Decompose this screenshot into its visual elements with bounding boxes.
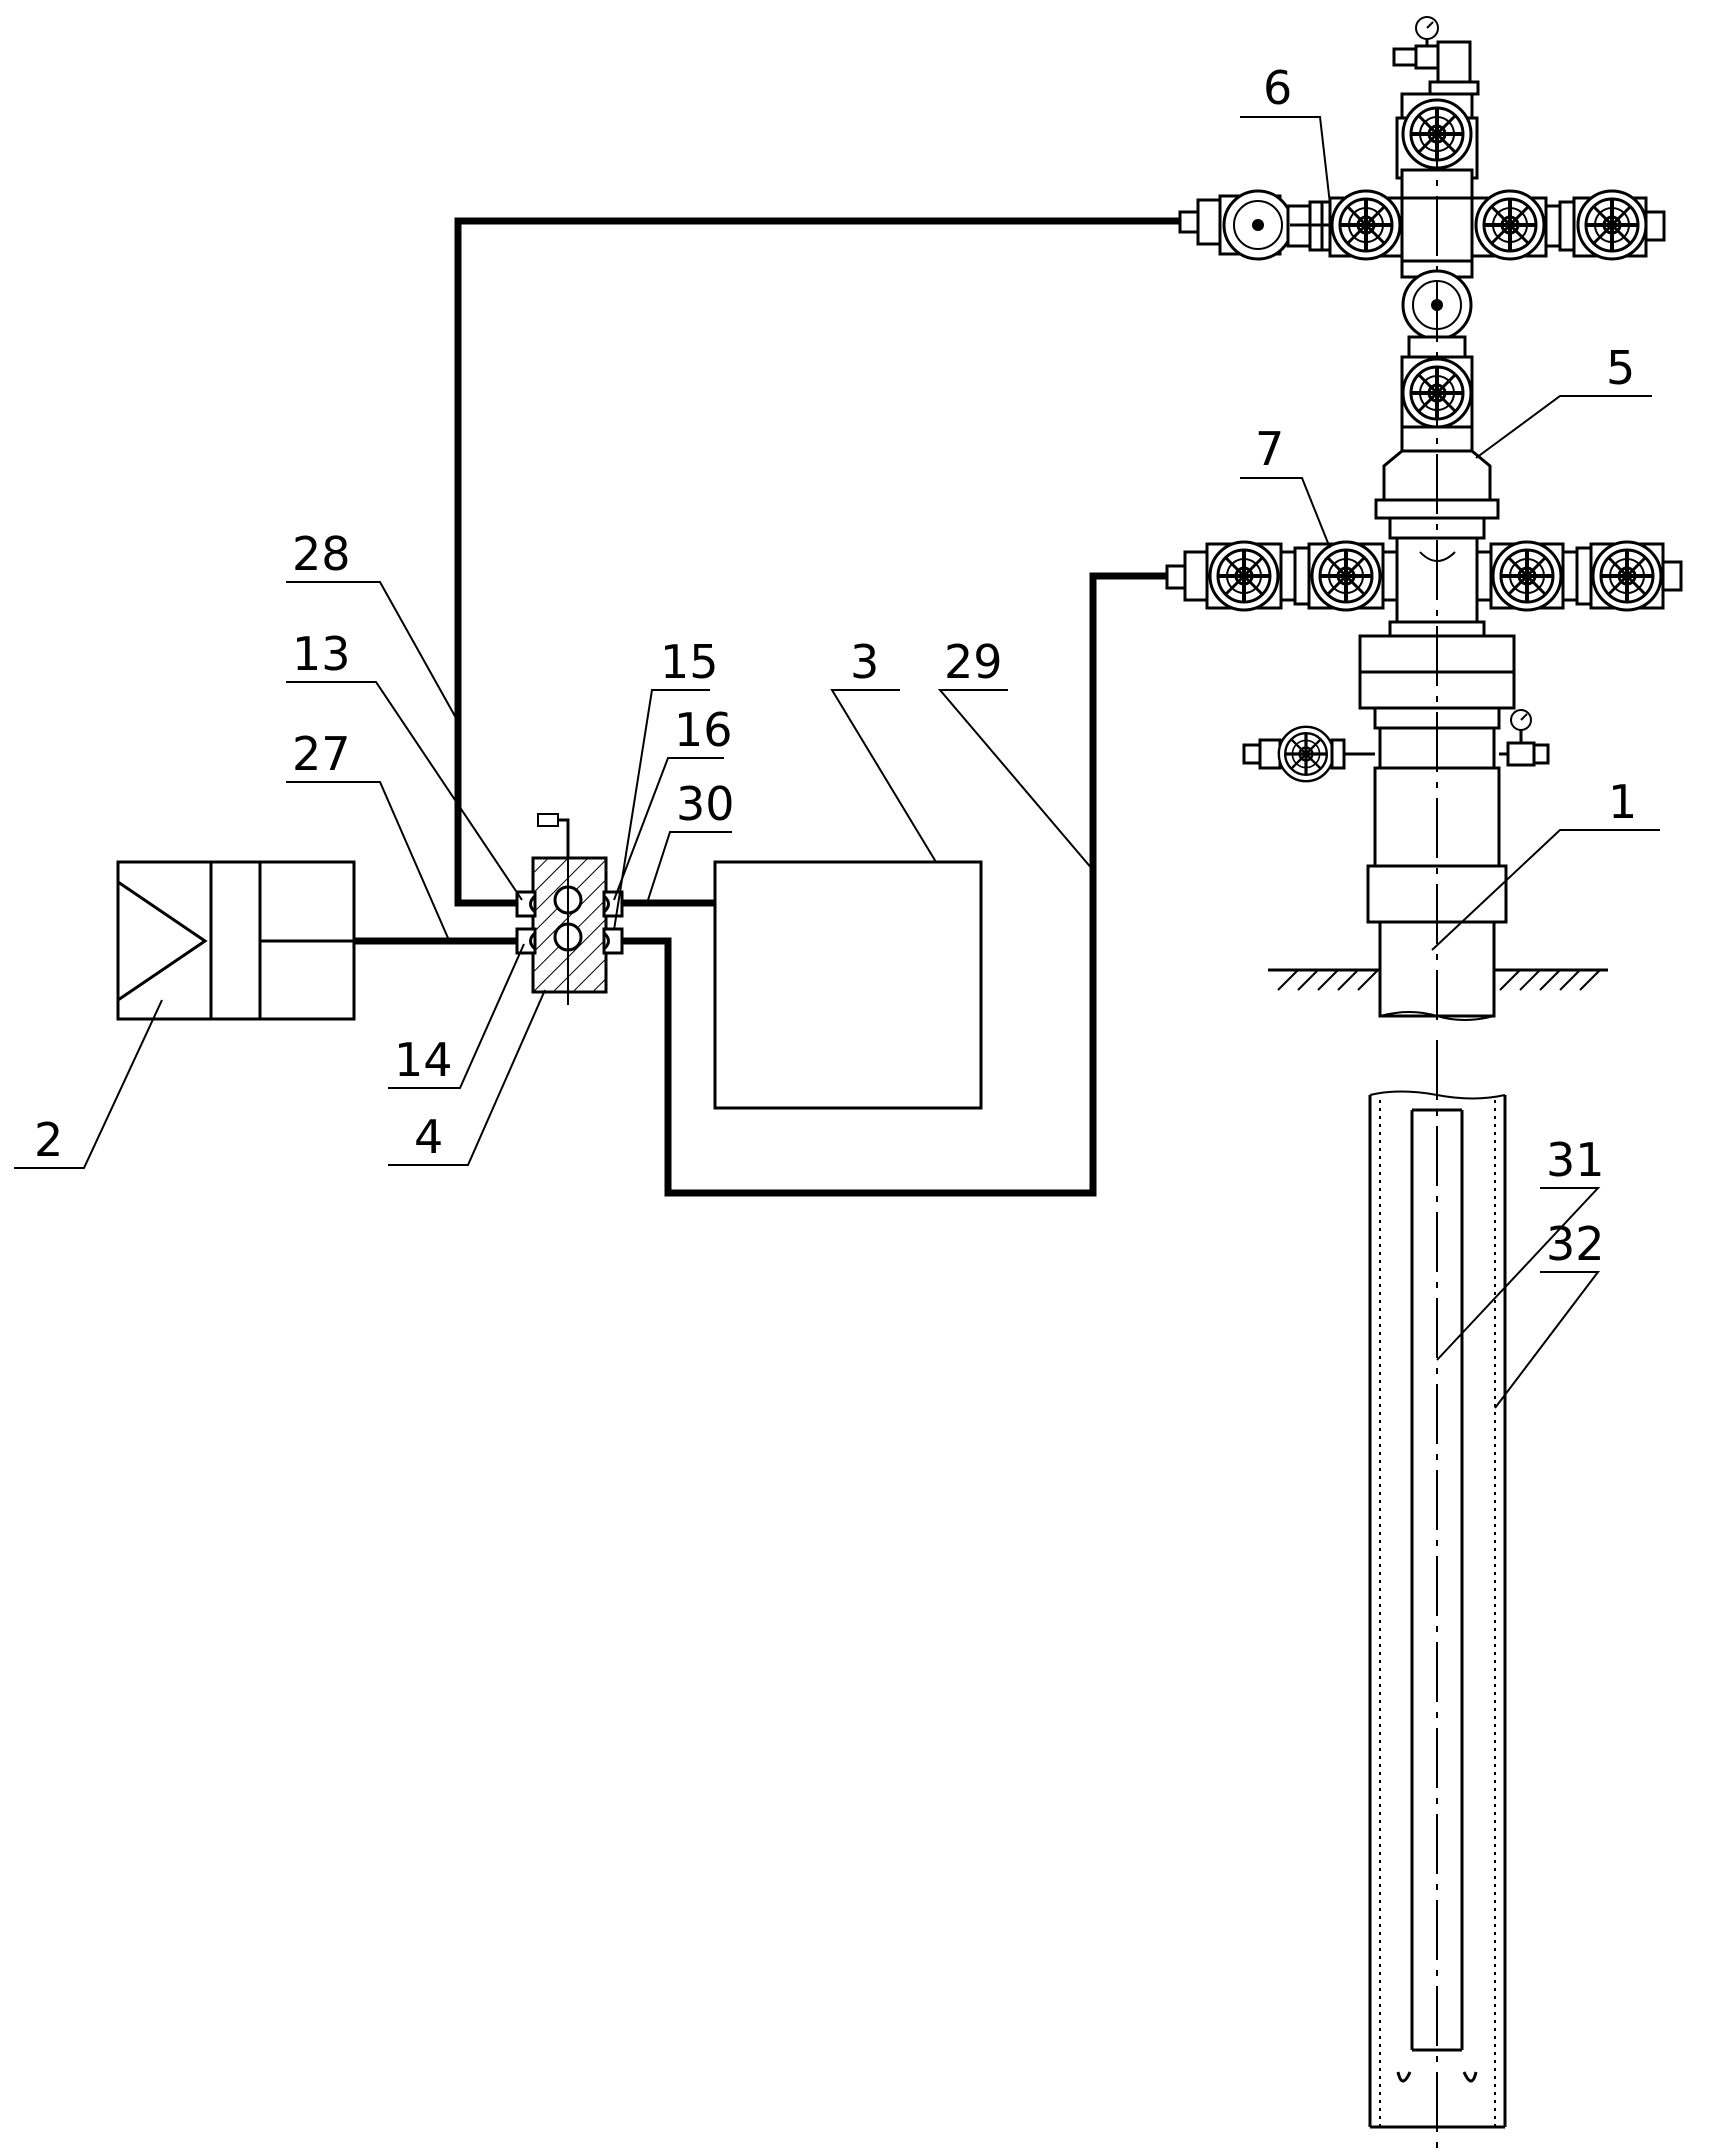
leader-lines <box>14 116 1660 1409</box>
top-gauge <box>1392 16 1480 96</box>
label-27: 27 <box>292 727 351 781</box>
label-14: 14 <box>394 1033 453 1087</box>
label-15: 15 <box>660 635 719 689</box>
tank-unit <box>713 860 983 1110</box>
control-block <box>515 813 624 1005</box>
label-28: 28 <box>292 527 351 581</box>
label-5: 5 <box>1606 341 1635 395</box>
pipe-29 <box>617 572 1167 1197</box>
label-16: 16 <box>674 703 733 757</box>
label-31: 31 <box>1546 1133 1605 1187</box>
port-15 <box>602 927 624 955</box>
label-4: 4 <box>414 1110 443 1164</box>
downhole-casing <box>1368 1040 1507 2150</box>
label-1: 1 <box>1608 775 1637 829</box>
pipe-lines <box>352 217 1180 1197</box>
label-2: 2 <box>34 1113 63 1167</box>
label-3: 3 <box>850 635 879 689</box>
label-29: 29 <box>944 635 1003 689</box>
pump-unit <box>116 860 356 1021</box>
ground-line <box>1268 968 1608 1021</box>
label-32: 32 <box>1546 1217 1605 1271</box>
wellhead-assembly <box>1165 16 1683 1020</box>
label-30: 30 <box>676 777 735 831</box>
pipe-28 <box>454 217 1180 907</box>
label-13: 13 <box>292 627 351 681</box>
part-labels: 6 5 7 28 13 27 15 16 30 3 29 1 14 4 2 31… <box>34 61 1637 1271</box>
label-7: 7 <box>1255 422 1284 476</box>
port-14 <box>515 927 537 955</box>
label-6: 6 <box>1263 61 1292 115</box>
